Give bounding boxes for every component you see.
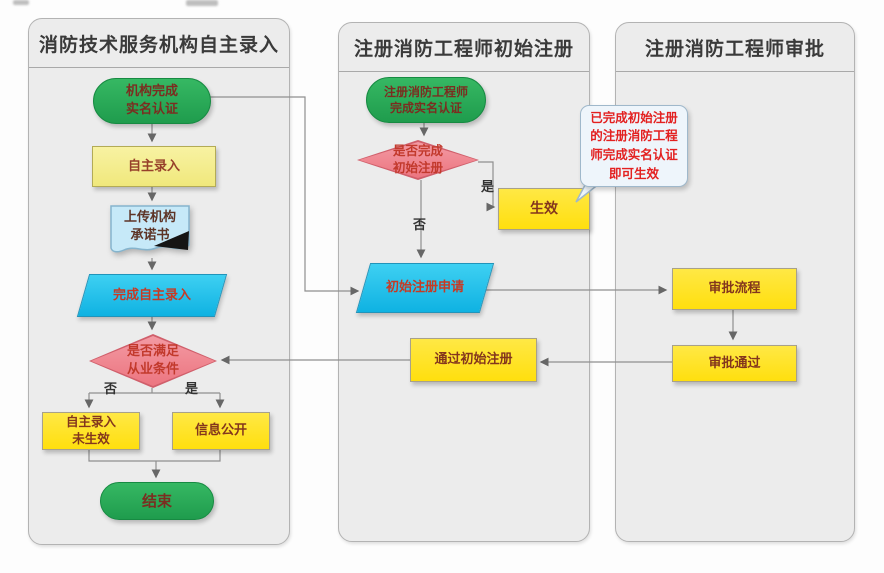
node-label: 是否满足 从业条件 [126,344,179,377]
node-engineer-realname-start: 注册消防工程师 完成实名认证 [366,77,486,123]
lane-title-divider [339,71,589,72]
branch-label-no: 否 [413,218,427,233]
node-label: 结束 [141,491,172,510]
node-approval-process: 审批流程 [672,268,797,310]
lane-title-divider [616,71,854,72]
node-label: 初始注册申请 [385,280,464,296]
node-initial-registration-application: 初始注册申请 [355,263,495,313]
node-entry-not-effective: 自主录入 未生效 [42,412,140,450]
node-label: 注册消防工程师 完成实名认证 [383,84,468,115]
lane-title: 注册消防工程师审批 [644,37,825,60]
node-label: 自主录入 未生效 [65,414,116,446]
node-decision-initial-registration: 是否完成 初始注册 [357,140,479,180]
node-agency-realname-start: 机构完成 实名认证 [93,78,211,124]
node-label: 是否完成 初始注册 [392,143,443,175]
branch-label-yes: 是 [185,382,199,397]
node-label: 上传机构 承诺书 [123,210,176,243]
node-pass-initial-registration: 通过初始注册 [410,338,537,382]
folded-corner-icon [154,231,189,250]
node-information-disclosure: 信息公开 [172,412,270,450]
callout-text: 已完成初始注册 的注册消防工程 师完成实名认证 即可生效 [590,109,678,181]
node-effective: 生效 [498,188,590,230]
node-label: 自主录入 [127,158,180,174]
node-approval-passed: 审批通过 [672,345,797,382]
artifact-mark [13,0,29,5]
node-decision-employment-conditions: 是否满足 从业条件 [89,334,217,388]
node-end: 结束 [100,482,214,520]
node-label: 审批流程 [708,281,761,297]
branch-label-no: 否 [104,382,118,397]
lane-title: 消防技术服务机构自主录入 [38,33,279,56]
node-complete-self-entry: 完成自主录入 [76,274,228,317]
node-self-entry: 自主录入 [92,146,216,187]
document-shape-icon [110,205,190,253]
lane-title-divider [29,67,289,68]
node-label: 完成自主录入 [112,287,191,303]
artifact-mark [186,0,218,6]
callout-note: 已完成初始注册 的注册消防工程 师完成实名认证 即可生效 [580,105,688,187]
branch-label-yes: 是 [481,180,495,195]
node-label: 通过初始注册 [434,352,513,368]
node-label: 机构完成 实名认证 [125,84,178,117]
node-label: 审批通过 [708,355,761,371]
node-label: 生效 [530,200,558,217]
lane-title: 注册消防工程师初始注册 [353,37,574,60]
node-label: 信息公开 [194,423,247,439]
node-upload-commitment-document: 上传机构 承诺书 [108,204,192,258]
